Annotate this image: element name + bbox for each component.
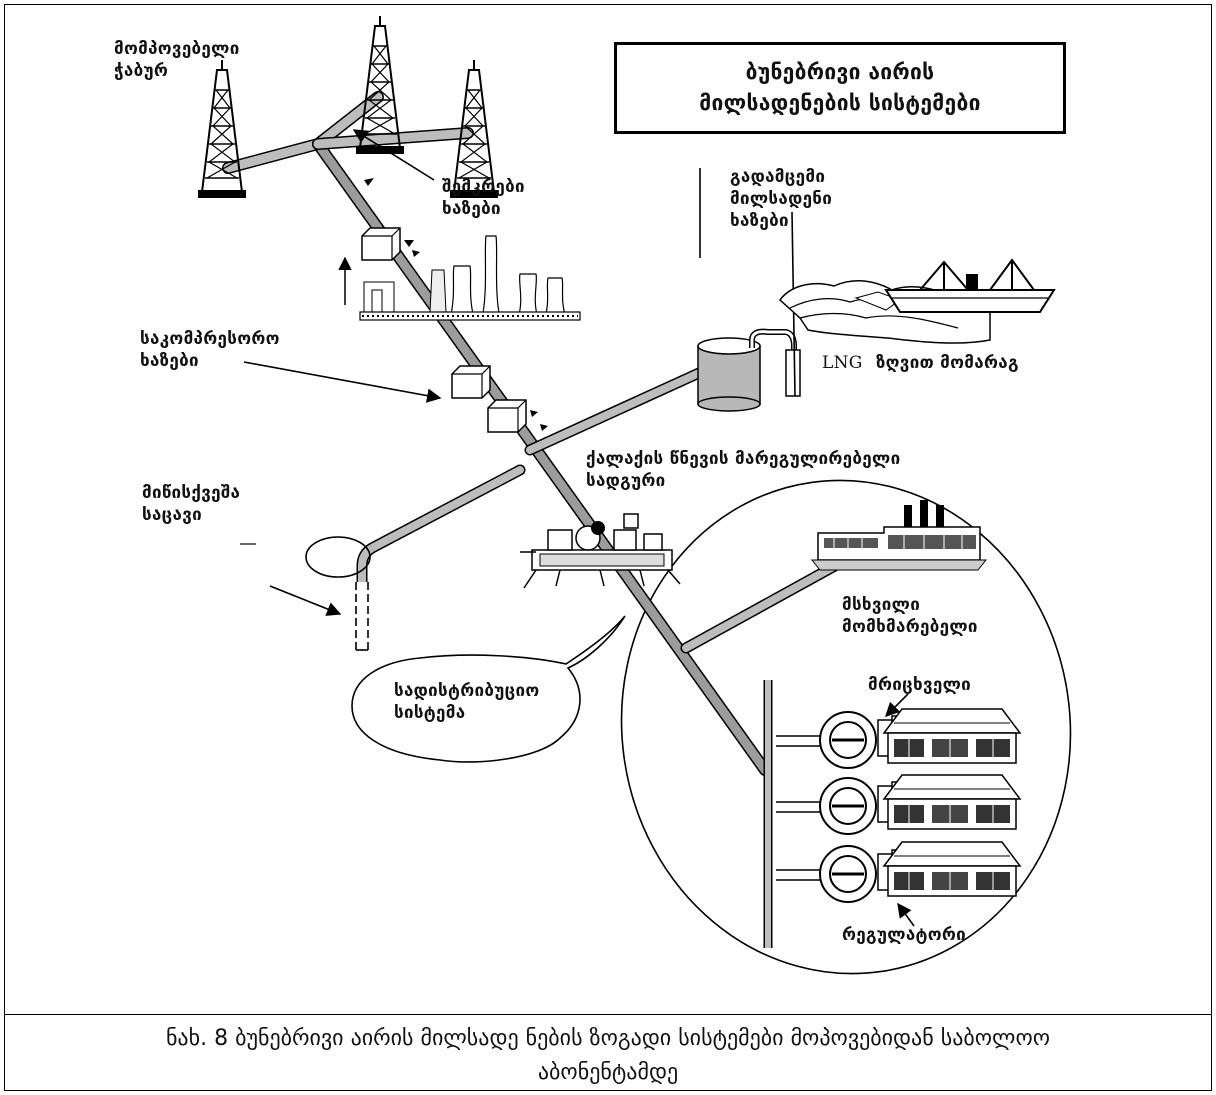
label-lng: LNG (822, 353, 863, 373)
gathering-pipes (222, 91, 474, 174)
distribution-area-outline (620, 479, 1072, 975)
label-regulator: რეგულატორი (842, 925, 967, 945)
diagram-title-line2: მილსადენების სისტემები (699, 91, 981, 115)
well-derrick-center (355, 15, 405, 155)
label-large-consumer: მსხვილი მომხმარებელი (842, 595, 978, 637)
label-producing-wells: მომპოვებელი ჭაბურ (114, 39, 240, 81)
meter-3 (774, 844, 906, 904)
regulator-arrow (897, 902, 915, 927)
figure-frame (4, 4, 1212, 1091)
meter-1 (774, 710, 906, 770)
diagram-title-box: ბუნებრივი აირის მილსადენების სისტემები (614, 42, 1066, 134)
figure-caption-line2: აბონენტამდე (537, 1060, 679, 1085)
underground-storage-arrow (269, 585, 342, 616)
house-2 (883, 774, 1021, 830)
pipeline-diagram (197, 15, 1072, 975)
underground-storage-well (305, 536, 371, 651)
compressor-unit-3 (487, 399, 527, 433)
caption-divider (4, 1014, 1212, 1015)
diagram-title-line1: ბუნებრივი აირის (745, 60, 935, 84)
label-distribution-system: სადისტრიბუციო სისტემა (394, 681, 540, 723)
label-transmission-lines: გადამცემი მილსადენი ხაზები (730, 167, 833, 231)
city-gate-station (520, 513, 681, 589)
gathering-lines-arrow (352, 129, 435, 181)
lng-storage-tank (697, 328, 801, 412)
figure-caption: ნახ. 8 ბუნებრივი აირის მილსადე ნების ზოგ… (8, 1022, 1208, 1090)
label-meter: მრიცხველი (868, 675, 972, 695)
label-sea-supply: ზღვით მომარაგ (876, 353, 1019, 373)
label-underground-storage: მიწისქვეშა საცავი (142, 483, 241, 525)
house-3 (883, 841, 1021, 897)
label-city-gate-station: ქალაქის წნევის მარეგულირებელი სადგური (586, 449, 901, 491)
compressor-unit-2 (451, 365, 491, 399)
compressor-unit-1 (361, 227, 401, 261)
distribution-system-bubble (351, 615, 626, 763)
label-compressor-lines: საკომპრესორო ხაზები (140, 329, 280, 371)
meter-2 (774, 776, 906, 836)
coastline-and-lng-ship (778, 258, 1056, 344)
house-1 (883, 708, 1021, 764)
compressor-station-plant (338, 235, 581, 321)
large-consumer-factory (810, 500, 988, 571)
compressor-lines-arrow (243, 361, 442, 403)
meter-arrow (884, 693, 909, 718)
label-gathering-lines: შემკრები ხაზები (442, 177, 525, 219)
figure-caption-line1: ნახ. 8 ბუნებრივი აირის მილსადე ნების ზოგ… (165, 1026, 1051, 1051)
